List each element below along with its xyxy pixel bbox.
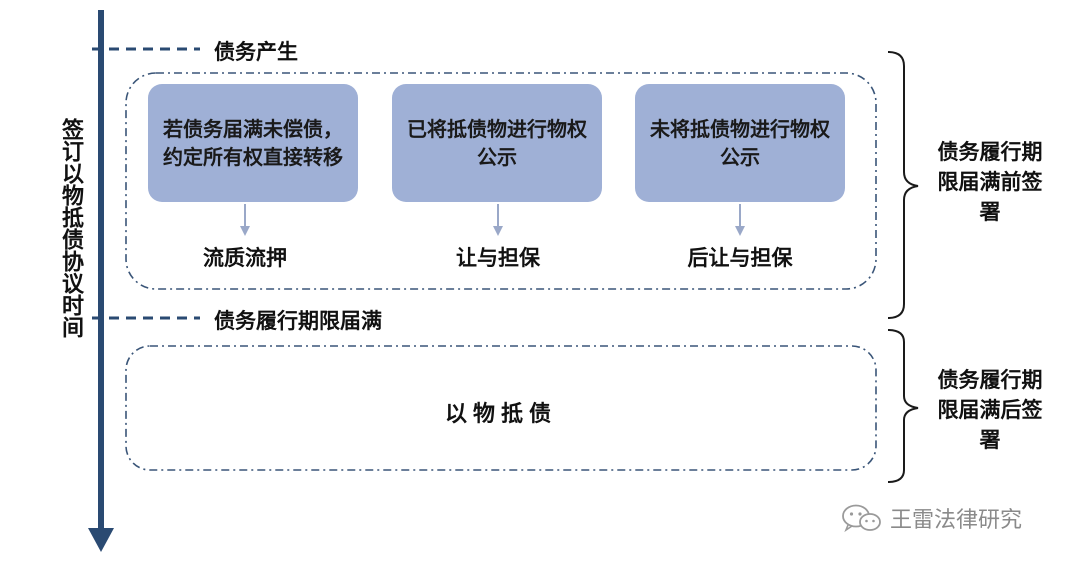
- timeline-arrowhead: [88, 528, 114, 552]
- arrow-card-2: [493, 204, 503, 236]
- card-publicized: 已将抵债物进行物权公示: [392, 84, 602, 202]
- lower-box-text: 以物抵债: [444, 402, 557, 427]
- watermark: 王雷法律研究: [840, 502, 1022, 534]
- card-not-publicized: 未将抵债物进行物权公示: [635, 84, 845, 202]
- bracket-after-due: [887, 329, 919, 483]
- milestone-debt-due: 债务履行期限届满: [214, 309, 382, 333]
- arrow-card-1: [240, 204, 250, 236]
- result-hou-rang-yu-dan-bao: 后让与担保: [687, 246, 793, 270]
- card-text: 已将抵债物进行物权公示: [407, 117, 587, 169]
- arrow-card-3: [735, 204, 745, 236]
- wechat-icon: [842, 504, 881, 533]
- lower-group-box: [125, 345, 877, 471]
- upper-group-box: [125, 72, 877, 290]
- result-rang-yu-dan-bao: 让与担保: [456, 246, 540, 270]
- bracket-before-due: [887, 51, 919, 319]
- card-text: 若债务届满未偿债，约定所有权直接转移: [163, 117, 343, 169]
- result-liu-zhi-liu-ya: 流质流押: [203, 246, 287, 270]
- watermark-text: 王雷法律研究: [890, 508, 1023, 533]
- milestone-debt-arises: 债务产生: [214, 40, 298, 64]
- card-ownership-transfer: 若债务届满未偿债，约定所有权直接转移: [148, 84, 358, 202]
- bracket-label-after-due: 债务履行期限届满后签署: [937, 368, 1043, 452]
- timeline-label: 签订以物抵债协议时间: [58, 118, 83, 338]
- card-text: 未将抵债物进行物权公示: [650, 117, 830, 169]
- bracket-label-before-due: 债务履行期限届满前签署: [937, 140, 1043, 224]
